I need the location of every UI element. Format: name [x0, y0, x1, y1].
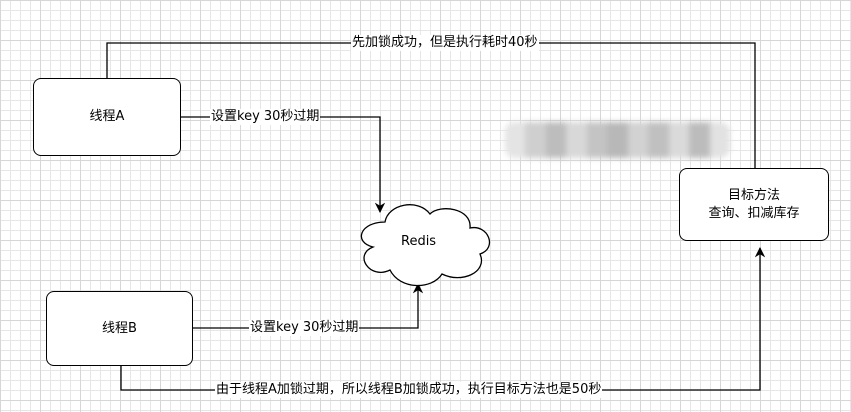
target-method-line2: 查询、扣减库存 [708, 205, 800, 221]
thread-b-node[interactable]: 线程B [46, 291, 193, 366]
edge-a-to-target[interactable] [106, 42, 761, 190]
edge-a-to-redis[interactable] [181, 116, 386, 214]
edge-label-a-to-target: 先加锁成功，但是执行耗时40秒 [351, 35, 539, 51]
redis-cloud-shape[interactable] [360, 204, 491, 287]
redis-label: Redis [401, 234, 437, 249]
thread-a-label: 线程A [89, 109, 125, 124]
target-method-line1: 目标方法 [727, 187, 780, 203]
thread-b-label: 线程B [102, 320, 137, 336]
edge-label-a-to-redis: 设置key 30秒过期 [210, 109, 321, 125]
edge-label-b-to-redis: 设置key 30秒过期 [249, 320, 360, 336]
edge-label-b-to-target: 由于线程A加锁过期，所以线程B加锁成功，执行目标方法也是50秒 [215, 382, 603, 398]
redacted-blur [505, 122, 730, 158]
target-method-node[interactable]: 目标方法 查询、扣减库存 [679, 168, 829, 241]
thread-a-node[interactable]: 线程A [33, 78, 181, 156]
